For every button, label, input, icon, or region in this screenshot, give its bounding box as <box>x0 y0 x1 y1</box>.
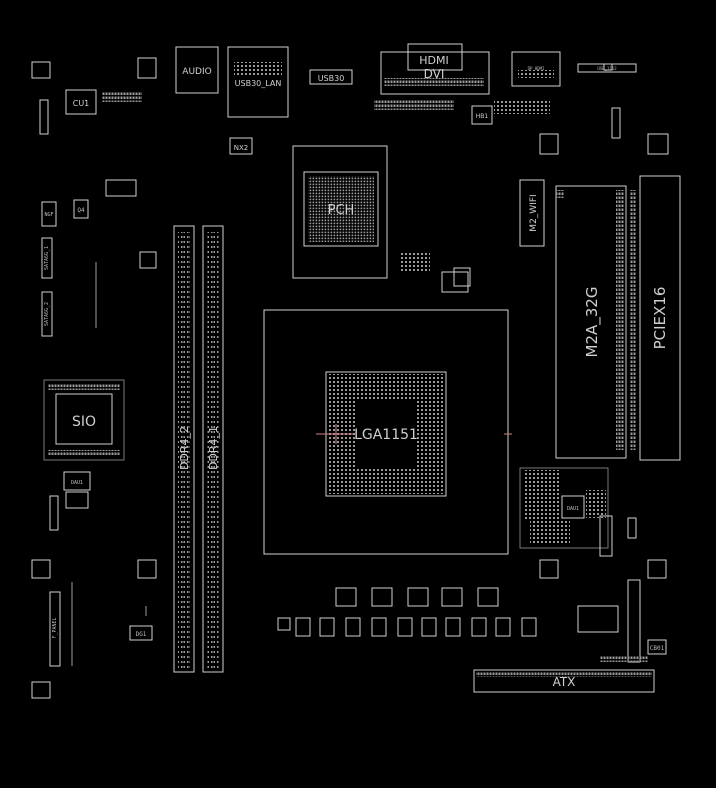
sata-a-label: SATA6G_1 <box>44 246 50 270</box>
m2-wifi-label: M2_WIFI <box>529 194 539 231</box>
hdmi-label: HDMI <box>419 54 448 67</box>
cb01-label: CB01 <box>650 645 665 652</box>
usb-header-right <box>511 51 561 87</box>
sio-label: SIO <box>72 414 96 430</box>
usb30-lan-connector <box>227 46 289 118</box>
atx-connector <box>473 669 655 693</box>
corner-mark-tl <box>31 61 51 79</box>
dau2-label: DAU1 <box>567 506 579 512</box>
audio-label: AUDIO <box>182 67 211 77</box>
nx2-label: NX2 <box>234 144 249 152</box>
m2a-32g-slot <box>555 185 627 459</box>
dimm-slot-2 <box>173 225 195 673</box>
ddr4-1-label: DDR4_1 <box>207 426 220 470</box>
ngf-label: NGF <box>44 212 53 218</box>
q4-label: Q4 <box>77 207 85 214</box>
dg1-label: DG1 <box>136 631 147 638</box>
pciex16-slot <box>639 175 681 461</box>
hdmi-dvi-connector <box>380 51 490 95</box>
atx-label: ATX <box>553 675 576 689</box>
pciex16-label: PCIEX16 <box>651 287 669 350</box>
dvi-label: DVI <box>424 67 445 81</box>
cu1-label: CU1 <box>73 99 90 108</box>
hb1-label: HB1 <box>476 113 489 120</box>
hdmi-box <box>407 43 463 71</box>
usb-header-label: DP_HDMI <box>528 66 545 71</box>
front-panel-label: F_PANEL <box>52 617 58 638</box>
usb30-lan-label: USB30_LAN <box>235 79 282 88</box>
m2-wifi-slot <box>519 179 545 247</box>
cpu-socket-outline <box>263 309 509 555</box>
sio-chip <box>55 393 113 445</box>
lga1151-label: LGA1151 <box>354 427 418 443</box>
top-right-label: USB_1112 <box>597 66 617 71</box>
audio-connector <box>175 46 219 94</box>
dimm-slot-1 <box>202 225 224 673</box>
usb30-header <box>309 69 353 85</box>
pch-chip-outline <box>292 145 388 279</box>
sata-b-label: SATA6G_2 <box>44 302 50 326</box>
pch-label: PCH <box>328 203 355 218</box>
m2a-32g-label: M2A_32G <box>583 287 602 358</box>
dau1-label: DAU1 <box>71 480 83 486</box>
usb30-label: USB30 <box>318 74 345 83</box>
ddr4-2-label: DDR4_2 <box>178 426 191 470</box>
